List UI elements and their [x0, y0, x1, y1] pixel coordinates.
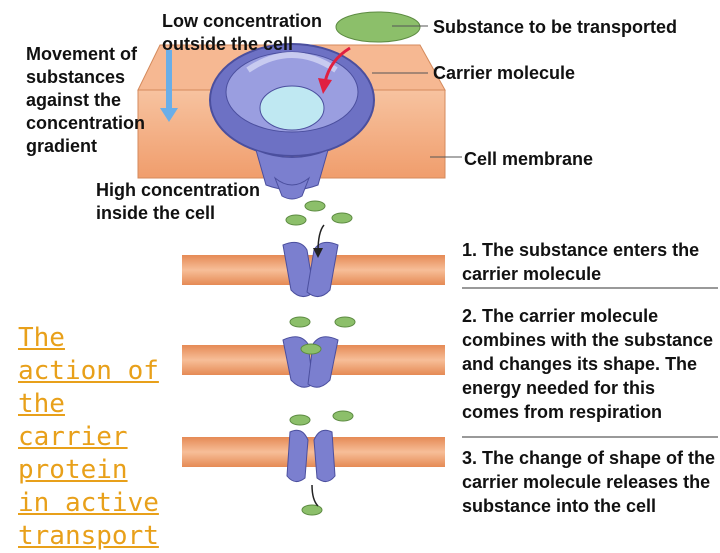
carrier-label: Carrier molecule — [433, 63, 576, 83]
step-2: 2. The carrier molecule combines with th… — [462, 306, 714, 422]
diagram-title: The action of the carrier protein in act… — [18, 323, 159, 551]
step-1: 1. The substance enters the carrier mole… — [462, 240, 700, 284]
substance-oval — [335, 11, 421, 43]
carrier-bottom — [273, 176, 311, 200]
carrier-step-1 — [282, 241, 339, 297]
membrane-strip-3 — [182, 437, 445, 467]
red-arrowhead — [318, 78, 332, 94]
movement-label: Movement of substances against the conce… — [26, 44, 146, 156]
membrane-label: Cell membrane — [464, 149, 594, 169]
steps-list: 1. The substance enters the carrier mole… — [462, 238, 717, 520]
carrier-step-3 — [286, 429, 336, 482]
diagram-canvas — [137, 11, 718, 516]
low-concentration-label: Low concentration outside the cell — [162, 11, 323, 54]
high-concentration-label: High concentration inside the cell — [96, 180, 261, 223]
substance-particles — [285, 200, 356, 516]
carrier-molecule-main — [209, 43, 375, 191]
carrier-step-2 — [282, 336, 339, 388]
substance-label: Substance to be transported — [433, 17, 678, 37]
small-arrowhead-1 — [313, 248, 323, 258]
step-3: 3. The change of shape of the carrier mo… — [462, 448, 716, 516]
red-arrow — [323, 46, 351, 83]
blue-arrow — [160, 50, 178, 122]
